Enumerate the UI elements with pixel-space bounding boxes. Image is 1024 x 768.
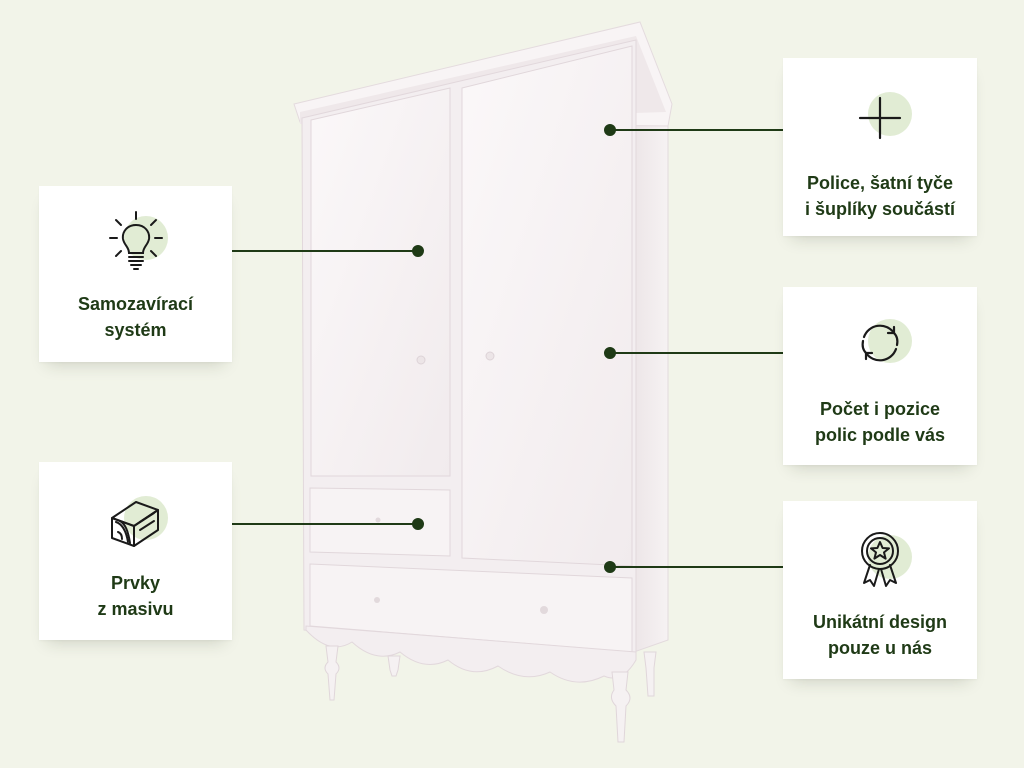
- right-door-knob: [485, 351, 495, 361]
- feature-card-soft-close: Samozavírací systém: [39, 186, 232, 362]
- lightbulb-icon: [96, 208, 176, 272]
- award-badge-icon: [840, 527, 920, 591]
- wardrobe-side-panel: [631, 49, 669, 653]
- wardrobe-legs: [324, 645, 657, 743]
- wardrobe-scalloped-apron: [305, 625, 637, 683]
- refresh-icon: [840, 311, 920, 375]
- feature-label-solid-wood: Prvky z masivu: [97, 573, 174, 619]
- feature-label-soft-close: Samozavírací systém: [77, 294, 194, 340]
- feature-label-shelves: Police, šatní tyče i šuplíky součástí: [804, 173, 956, 219]
- feature-label-shelf-position: Počet i pozice polic podle vás: [814, 399, 946, 445]
- wardrobe-small-drawer: [309, 487, 451, 557]
- feature-card-shelves: Police, šatní tyče i šuplíky součástí: [783, 58, 977, 236]
- wardrobe-left-door: [310, 87, 451, 477]
- feature-label-unique-design: Unikátní design pouze u nás: [812, 612, 947, 658]
- feature-card-solid-wood: Prvky z masivu: [39, 462, 232, 640]
- feature-card-unique-design: Unikátní design pouze u nás: [783, 501, 977, 679]
- wardrobe-right-door: [461, 45, 633, 567]
- plus-icon: [840, 84, 920, 148]
- feature-card-shelf-position: Počet i pozice polic podle vás: [783, 287, 977, 465]
- left-door-knob: [416, 355, 426, 365]
- wood-log-icon: [96, 488, 176, 552]
